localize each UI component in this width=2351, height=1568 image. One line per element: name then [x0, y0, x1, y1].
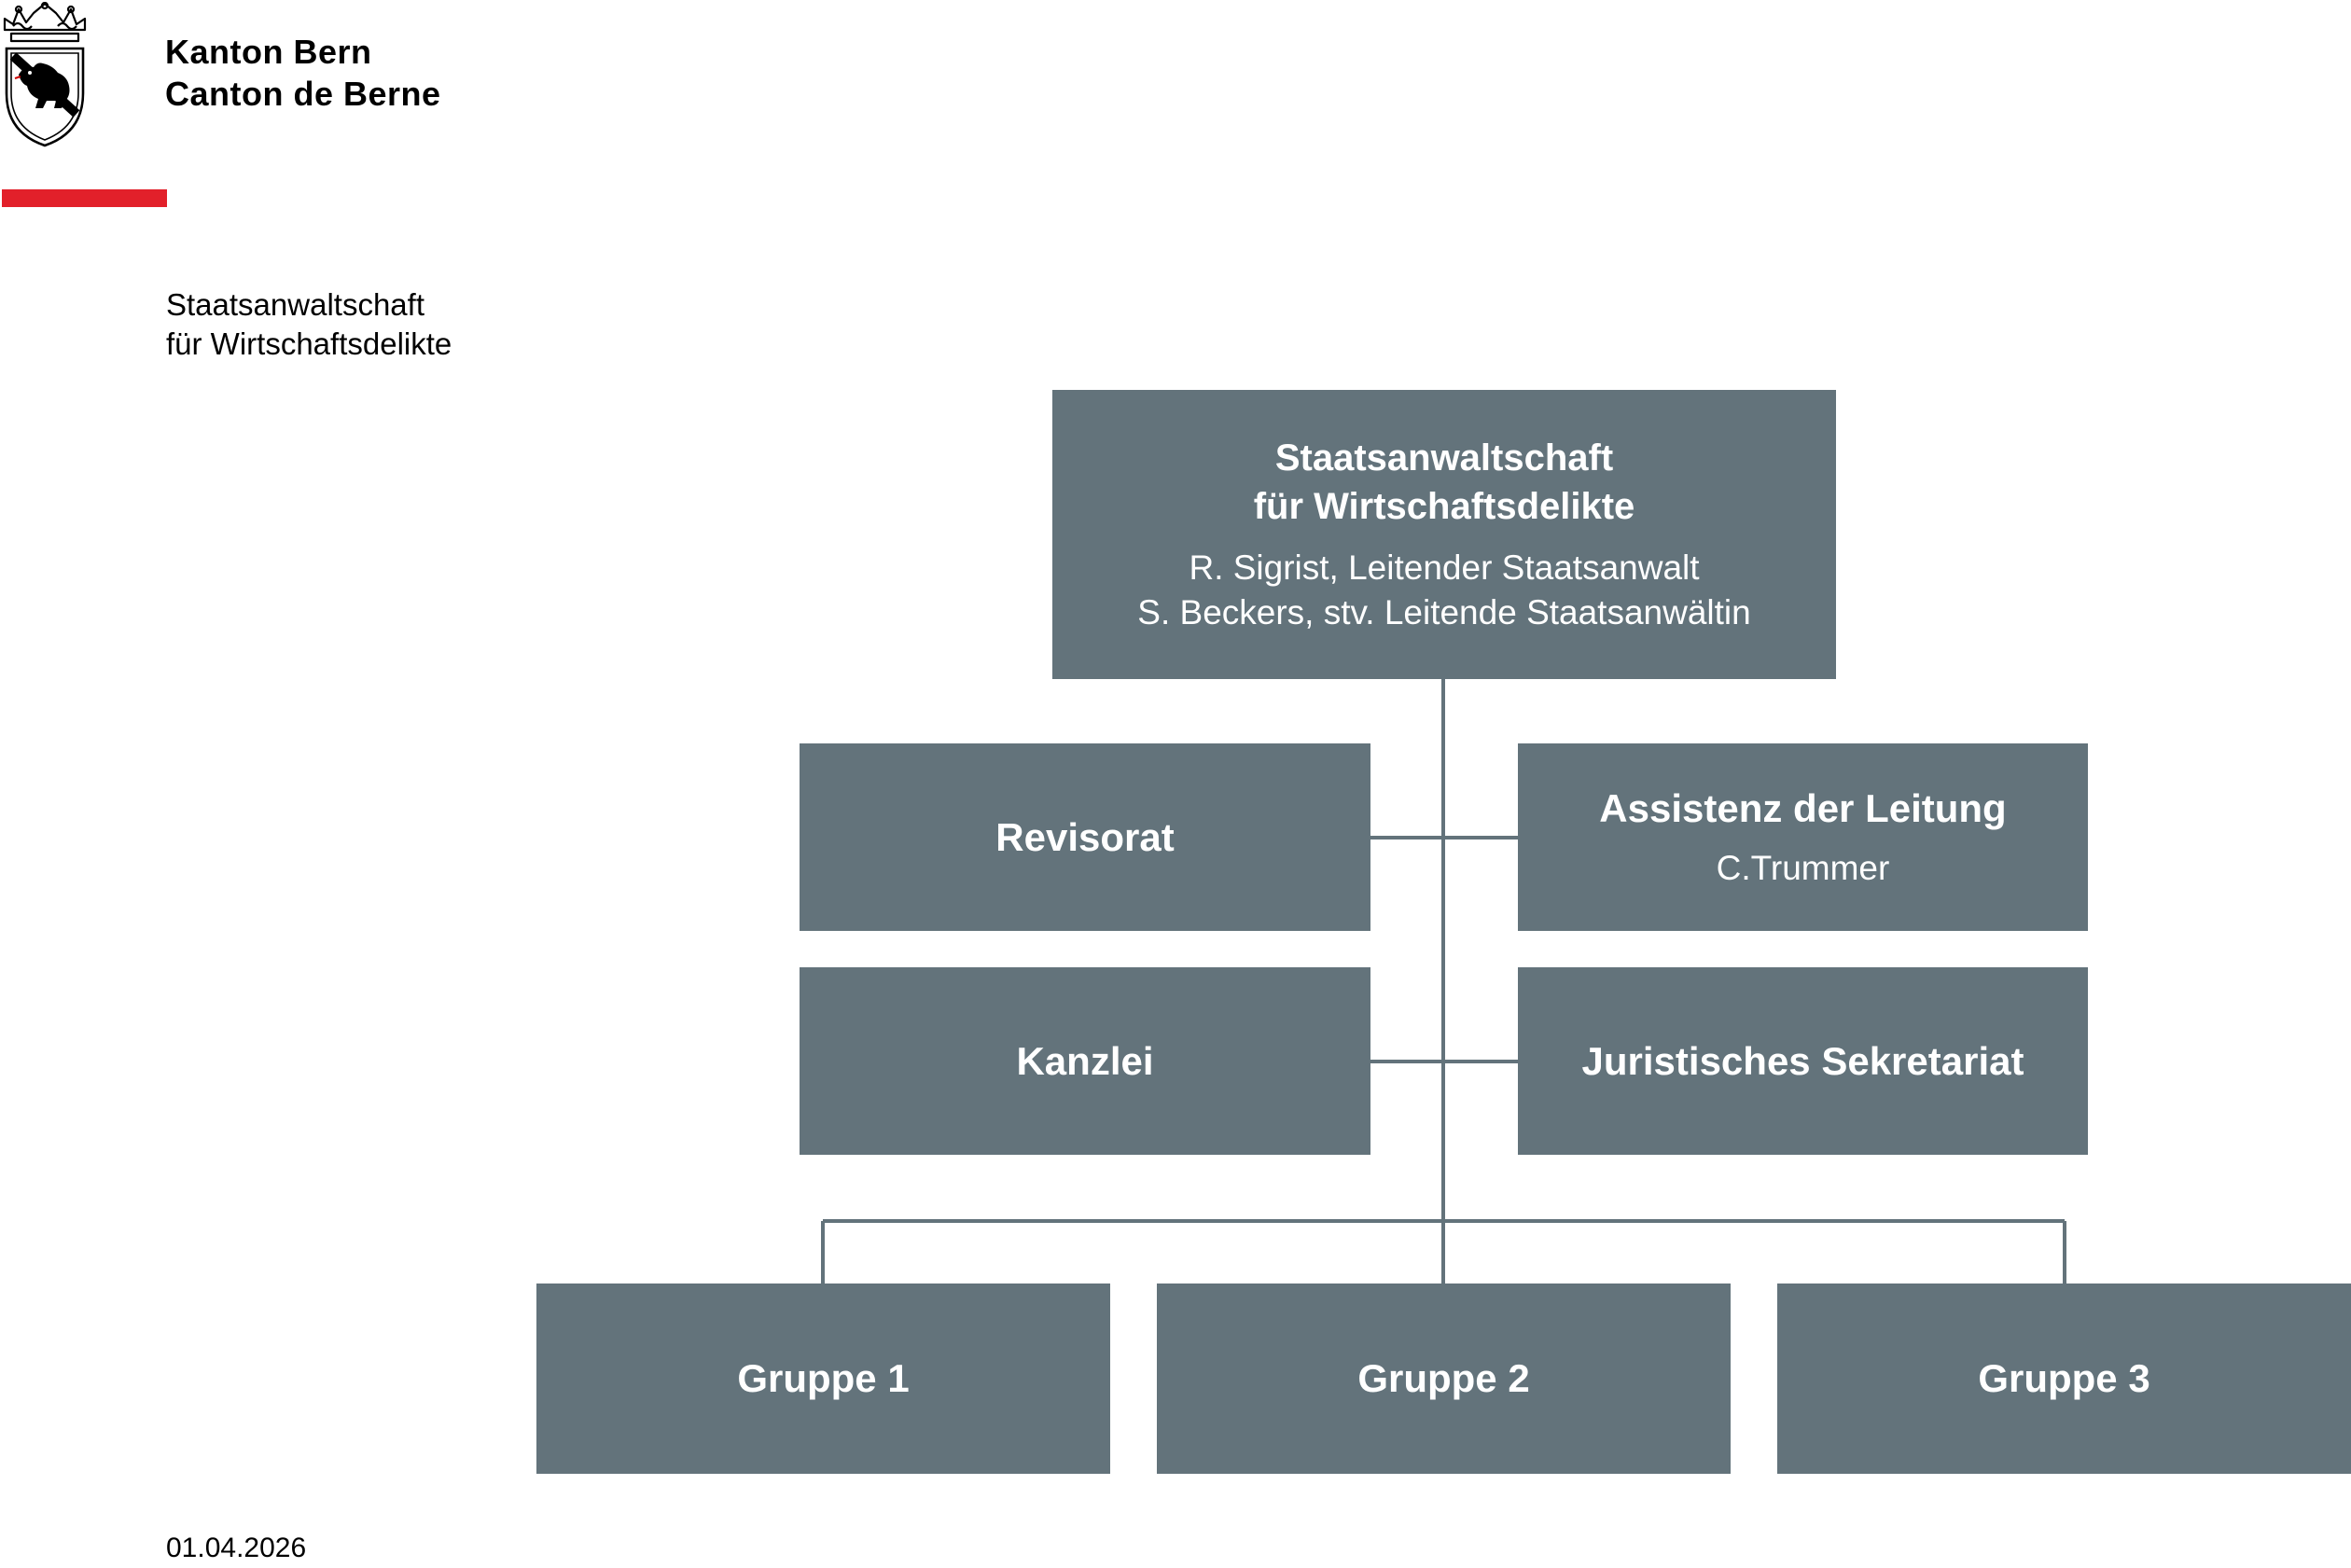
kanzlei-title: Kanzlei [1016, 1038, 1154, 1083]
department-name-line1: Staatsanwaltschaft [166, 287, 424, 322]
gruppe-2-title: Gruppe 2 [1357, 1356, 1530, 1400]
assistenz-title: Assistenz der Leitung [1599, 785, 2007, 830]
footer-date: 01.04.2026 [166, 1533, 307, 1563]
org-box-gruppe-1: Gruppe 1 [536, 1284, 1110, 1474]
org-box-revisorat: Revisorat [800, 743, 1370, 931]
head-title-line1: Staatsanwaltschaft [1274, 437, 1614, 479]
revisorat-title: Revisorat [995, 814, 1175, 859]
assistenz-person: C.Trummer [1716, 848, 1890, 887]
head-title-line2: für Wirtschaftsdelikte [1253, 486, 1635, 527]
head-person-2: S. Beckers, stv. Leitende Staatsanwältin [1137, 593, 1751, 631]
org-box-gruppe-3: Gruppe 3 [1777, 1284, 2351, 1474]
gruppe-1-title: Gruppe 1 [737, 1356, 910, 1400]
bern-coat-of-arms-icon [3, 2, 87, 147]
org-box-assistenz: Assistenz der Leitung C.Trummer [1518, 743, 2088, 931]
org-box-kanzlei: Kanzlei [800, 967, 1370, 1155]
gruppe-3-title: Gruppe 3 [1978, 1356, 2150, 1400]
org-box-head: Staatsanwaltschaft für Wirtschaftsdelikt… [1052, 390, 1836, 679]
accent-red-bar [2, 189, 167, 207]
org-box-gruppe-2: Gruppe 2 [1157, 1284, 1731, 1474]
head-person-1: R. Sigrist, Leitender Staatsanwalt [1189, 548, 1700, 587]
canton-name-fr: Canton de Berne [165, 75, 441, 113]
canton-name-de: Kanton Bern [165, 33, 372, 71]
org-box-juristisches-sekretariat: Juristisches Sekretariat [1518, 967, 2088, 1155]
department-name-line2: für Wirtschaftsdelikte [166, 326, 452, 361]
juristisches-title: Juristisches Sekretariat [1581, 1038, 2024, 1083]
